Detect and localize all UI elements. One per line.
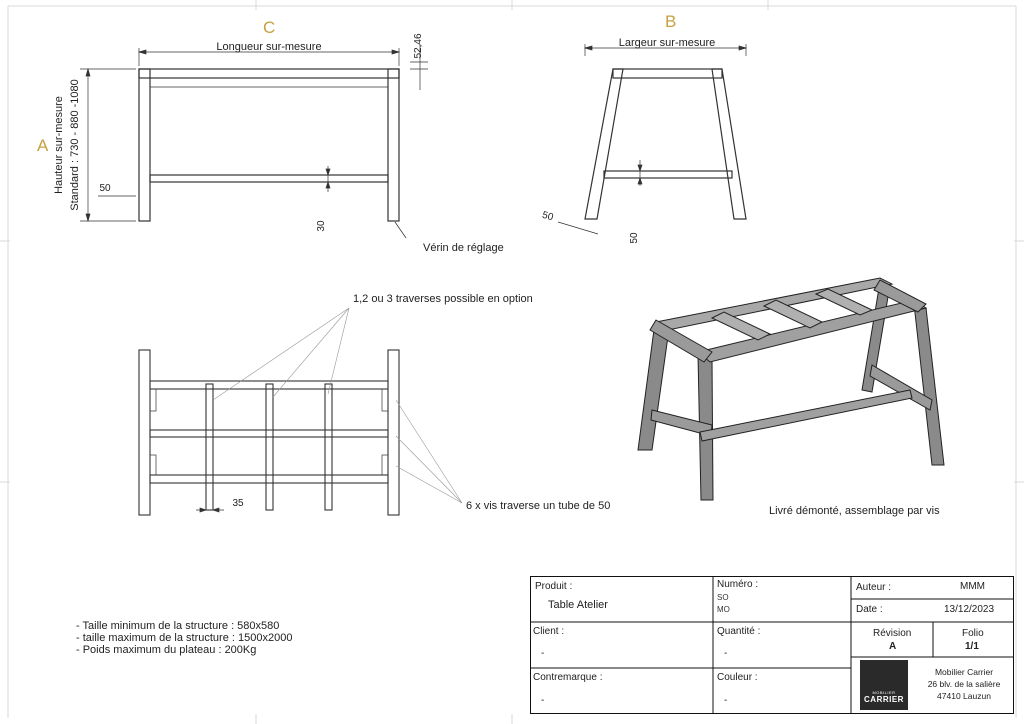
width-dimension-label: Largeur sur-mesure (619, 37, 716, 49)
delivery-label: Livré démonté, assemblage par vis (769, 505, 940, 517)
height-label-line1: Hauteur sur-mesure (53, 96, 65, 194)
client-value: - (541, 648, 545, 659)
company-name: Mobilier Carrier (934, 667, 994, 677)
logo-main: CARRIER (864, 695, 904, 704)
numero-so: SO (717, 593, 729, 602)
couleur-value: - (724, 695, 728, 706)
isometric-view (637, 277, 945, 501)
crossbars-option-label: 1,2 ou 3 traverses possible en option (353, 293, 533, 305)
quantite-value: - (724, 648, 728, 659)
side-foot-dimension: 50 (541, 210, 555, 224)
produit-label: Produit : (535, 581, 573, 592)
specs-list: - Taille minimum de la structure : 580x5… (76, 620, 292, 656)
contremarque-value: - (541, 695, 545, 706)
leveler-label: Vérin de réglage (423, 242, 504, 254)
bottom-rail-dimension: 30 (316, 220, 327, 232)
date-label: Date : (856, 604, 883, 615)
top-view-dimensions (196, 507, 224, 513)
folio-value: 1/1 (965, 641, 979, 652)
company-logo: MOBILIER CARRIER (860, 660, 908, 710)
top-rail-dimension: 52,46 (413, 33, 424, 58)
revision-value: A (889, 641, 897, 652)
spec-max-size: - taille maximum de la structure : 1500x… (76, 632, 293, 644)
client-label: Client : (533, 626, 565, 637)
view-letter-c: C (263, 18, 276, 37)
contremarque-label: Contremarque : (533, 672, 603, 683)
company-street: 26 blv. de la salière (927, 679, 1001, 689)
view-letter-a: A (37, 136, 49, 155)
folio-label: Folio (962, 628, 984, 639)
crossbar-spacing-dimension: 35 (232, 498, 244, 509)
company-address: Mobilier Carrier 26 blv. de la salière 4… (918, 666, 1010, 702)
height-label-line2: Standard : 730 - 880 -1080 (69, 79, 81, 210)
front-view-dimensions (80, 44, 428, 239)
quantite-label: Quantité : (717, 626, 761, 637)
foot-offset-dimension: 50 (99, 183, 111, 194)
side-bottom-dimension: 50 (629, 232, 640, 244)
leader-lines (212, 307, 463, 504)
auteur-label: Auteur : (856, 582, 892, 593)
produit-value: Table Atelier (548, 599, 608, 611)
side-view (584, 68, 747, 220)
spec-max-weight: - Poids maximum du plateau : 200Kg (76, 644, 257, 656)
couleur-label: Couleur : (717, 672, 758, 683)
length-dimension-label: Longueur sur-mesure (216, 41, 321, 53)
title-block (530, 576, 1014, 714)
screws-label: 6 x vis traverse un tube de 50 (466, 500, 610, 512)
date-value: 13/12/2023 (944, 604, 995, 615)
logo-sub: MOBILIER (872, 690, 896, 695)
revision-label: Révision (873, 628, 912, 639)
front-view (138, 68, 400, 222)
numero-mo: MO (717, 605, 730, 614)
auteur-value: MMM (960, 581, 985, 592)
side-view-dimensions (557, 44, 748, 235)
company-city: 47410 Lauzun (937, 691, 991, 701)
spec-min-size: - Taille minimum de la structure : 580x5… (76, 620, 280, 632)
view-letter-b: B (665, 12, 677, 31)
numero-label: Numéro : (717, 579, 759, 590)
